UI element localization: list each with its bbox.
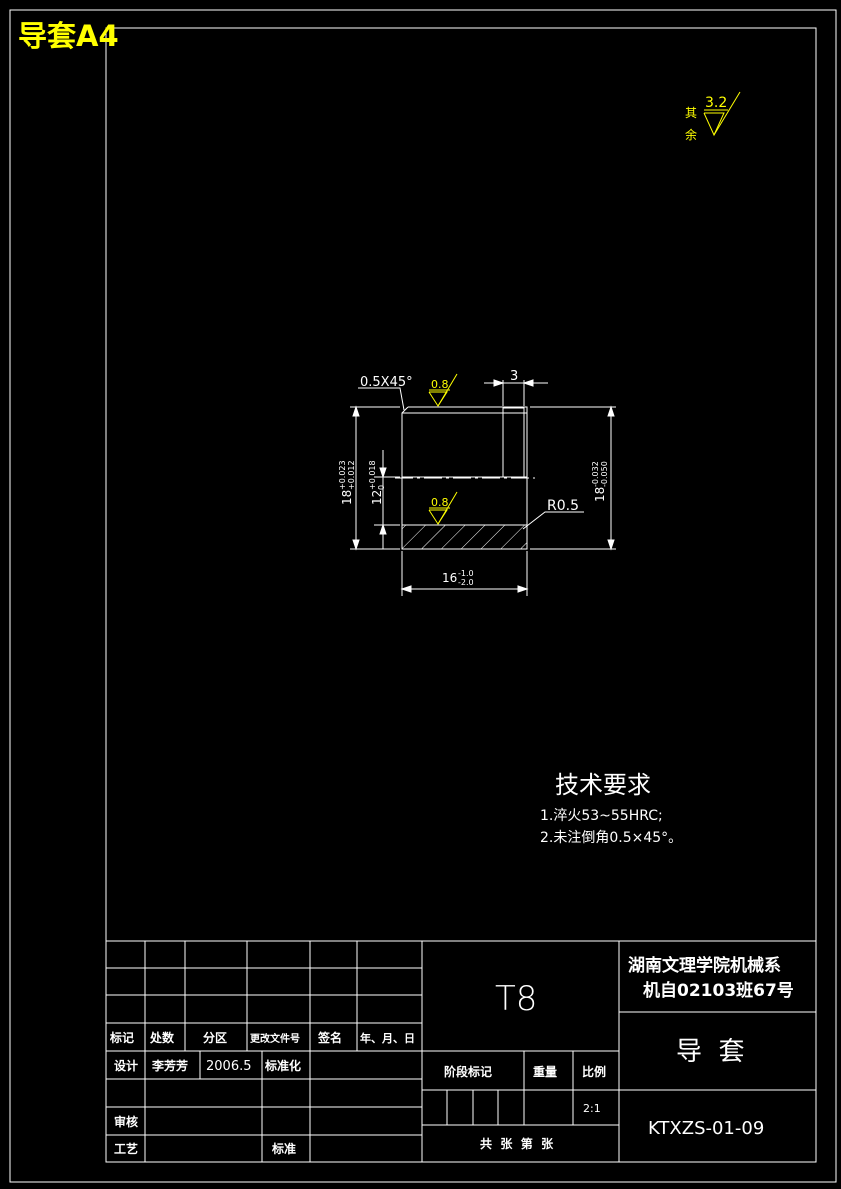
bore-upper: +0.023	[338, 460, 347, 490]
roughness-other-char2: 余	[685, 127, 697, 142]
institution-line2: 机自02103班67号	[643, 980, 794, 1001]
col-count: 处数	[149, 1030, 175, 1045]
length-upper: -1.0	[458, 569, 474, 578]
design-date: 2006.5	[206, 1059, 252, 1074]
sheets-info: 共 张 第 张	[480, 1136, 554, 1151]
title-block-grid	[105, 940, 817, 1163]
outer-base: 18	[593, 487, 607, 502]
outer-lower: -0.050	[600, 461, 609, 487]
roughness-top-symbol	[428, 373, 458, 407]
roughness-bottom-symbol	[428, 491, 458, 525]
inner-lower: 0	[377, 485, 386, 490]
outer-border	[9, 9, 837, 1183]
row-approve: 标准	[271, 1141, 296, 1156]
width-dim-label: 3	[510, 369, 518, 384]
scale-label: 比例	[582, 1064, 606, 1079]
bore-lower: +0.012	[347, 460, 356, 490]
roughness-other-char1: 其	[685, 106, 697, 120]
chamfer-leader	[358, 387, 405, 411]
stage-mark: 阶段标记	[444, 1064, 492, 1079]
width-dimension	[484, 379, 548, 406]
radius-label: R0.5	[547, 498, 579, 514]
roughness-other-symbol	[703, 91, 741, 137]
inner-base: 12	[370, 490, 384, 505]
row-design: 设计	[114, 1058, 138, 1073]
inner-upper: +0.018	[368, 460, 377, 490]
institution-line1: 湖南文理学院机械系	[628, 955, 781, 976]
tech-req-title: 技术要求	[555, 771, 651, 799]
col-sign: 签名	[317, 1030, 342, 1045]
drawing-number: KTXZS-01-09	[648, 1118, 764, 1139]
chamfer-label: 0.5X45°	[360, 375, 413, 390]
bore-base: 18	[340, 490, 354, 505]
length-base: 16	[442, 571, 457, 585]
sheet-title: 导套A4	[18, 19, 119, 53]
col-mark: 标记	[109, 1030, 134, 1045]
roughness-other-value: 3.2	[705, 95, 727, 111]
row-review: 审核	[114, 1114, 138, 1129]
hatched-section	[401, 524, 528, 550]
length-lower: -2.0	[458, 578, 474, 587]
roughness-top-value: 0.8	[431, 378, 449, 391]
outer-dimension	[530, 405, 616, 551]
designer-name: 李芳芳	[151, 1058, 188, 1073]
row-standardize: 标准化	[264, 1058, 301, 1073]
outer-upper: -0.032	[591, 461, 600, 487]
weight-label: 重量	[533, 1064, 557, 1079]
scale-value: 2:1	[583, 1102, 601, 1115]
material: T8	[495, 979, 537, 1019]
radius-leader	[522, 511, 584, 530]
bore-dimension	[350, 405, 400, 551]
col-zone: 分区	[203, 1030, 227, 1045]
row-process: 工艺	[114, 1141, 138, 1156]
col-change-doc: 更改文件号	[250, 1032, 300, 1045]
part-name: 导 套	[676, 1037, 745, 1067]
length-dimension	[400, 551, 529, 596]
col-date: 年、月、日	[360, 1031, 415, 1045]
inner-dimension	[374, 450, 400, 549]
roughness-bottom-value: 0.8	[431, 496, 449, 509]
tech-req-line1: 1.淬火53~55HRC;	[540, 808, 663, 824]
tech-req-line2: 2.未注倒角0.5×45°。	[540, 830, 682, 846]
